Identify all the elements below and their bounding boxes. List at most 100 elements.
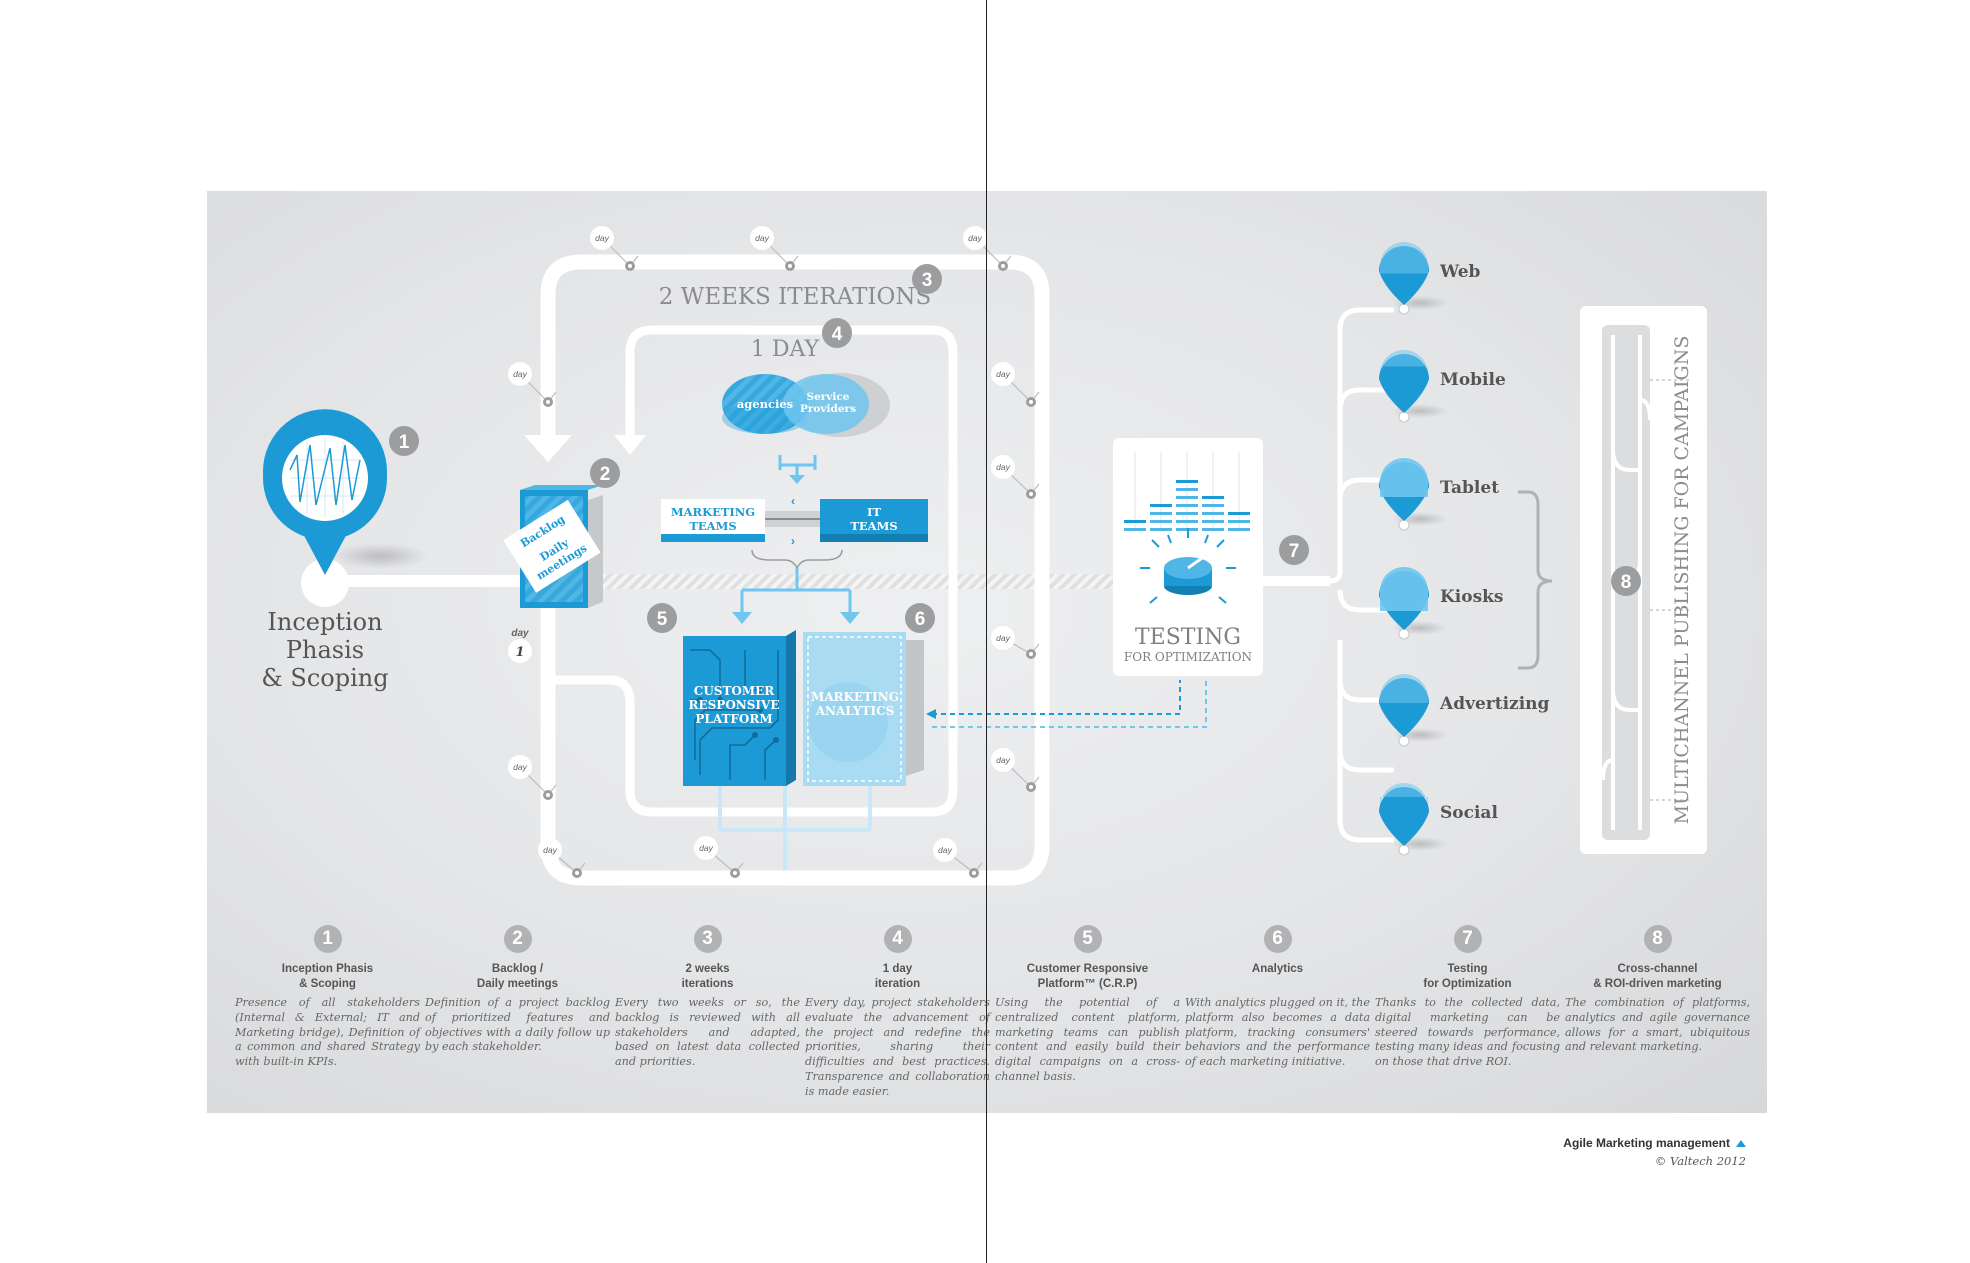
inception-label: Inception Phasis & Scoping — [261, 608, 388, 692]
day-marker: day — [508, 755, 557, 800]
channel-label: Kiosks — [1440, 587, 1504, 607]
step-number-badge: 6 — [1263, 925, 1292, 953]
teams-bridge: ‹ › MARKETING TEAMS IT TEAMS — [661, 494, 928, 548]
badge-8: 8 — [1621, 572, 1632, 593]
channel-advertizing: Advertizing — [1379, 674, 1550, 747]
equalizer-bar — [1124, 520, 1146, 523]
step-number-badge: 4 — [883, 925, 912, 953]
day-marker-label: day — [996, 755, 1010, 765]
step-title: Backlog / Daily meetings — [476, 963, 559, 990]
channel-web: Web — [1379, 242, 1481, 315]
equalizer-bar — [1176, 488, 1198, 491]
testing-title: TESTING — [1135, 625, 1241, 650]
badge-5: 5 — [657, 609, 668, 630]
day-marker-label: day — [996, 369, 1010, 379]
channel-kiosks: Kiosks — [1379, 567, 1504, 640]
equalizer-bar — [1202, 496, 1224, 499]
svg-text:PLATFORM: PLATFORM — [695, 712, 772, 726]
svg-text:Providers: Providers — [800, 403, 856, 415]
infographic-panel — [207, 191, 1767, 1113]
badge-3: 3 — [922, 270, 933, 291]
day-loop-arrow-down — [614, 435, 646, 455]
equalizer-bar — [1176, 520, 1198, 523]
day-marker-label: day — [968, 233, 982, 243]
svg-text:Inception: Inception — [267, 608, 382, 636]
day-marker-label: day — [755, 233, 769, 243]
svg-text:‹: ‹ — [791, 494, 795, 508]
equalizer-bar — [1150, 512, 1172, 515]
day-one-number: 1 — [515, 645, 524, 660]
stakeholders-venn: agencies Service Providers — [722, 373, 890, 437]
day-marker: day — [508, 362, 557, 407]
marketing-analytics: MARKETING ANALYTICS — [803, 632, 924, 786]
customer-responsive-platform: CUSTOMER RESPONSIVE PLATFORM — [683, 630, 796, 786]
one-day-label: 1 DAY — [751, 337, 820, 362]
step-title: Cross-channel & ROI-driven marketing — [1593, 963, 1722, 990]
step-description: The combination of platforms, analytics … — [1565, 996, 1750, 1054]
badge-2: 2 — [600, 464, 611, 485]
svg-text:Service: Service — [807, 391, 850, 403]
channel-bracket — [1518, 490, 1553, 670]
equalizer-bar — [1202, 504, 1224, 507]
equalizer-bar — [1150, 528, 1172, 531]
equalizer-bar — [1228, 512, 1250, 515]
svg-text:Phasis: Phasis — [286, 636, 364, 664]
channel-tablet: Tablet — [1379, 458, 1499, 531]
svg-text:TEAMS: TEAMS — [850, 519, 897, 533]
day-marker-label: day — [996, 633, 1010, 643]
equalizer-bar — [1150, 504, 1172, 507]
day-marker-label: day — [996, 462, 1010, 472]
inception-pin — [262, 409, 387, 575]
equalizer-bar — [1176, 480, 1198, 483]
svg-text:RESPONSIVE: RESPONSIVE — [689, 698, 780, 712]
equalizer-bar — [1202, 528, 1224, 531]
footer: Agile Marketing management © Valtech 201… — [1563, 1134, 1746, 1168]
day-marker-label: day — [543, 845, 557, 855]
step-number-badge: 5 — [1073, 925, 1102, 953]
channel-label: Web — [1439, 262, 1481, 282]
step-title: 2 weeks iterations — [681, 963, 734, 990]
svg-text:›: › — [791, 534, 795, 548]
step-title: Customer Responsive Platform™ (C.R.P) — [1026, 963, 1149, 990]
svg-text:IT: IT — [867, 505, 881, 519]
one-day-loop-track — [548, 325, 958, 817]
equalizer-bar — [1202, 520, 1224, 523]
day-marker: day — [750, 226, 799, 271]
step-badges: 1 2 3 4 5 6 7 — [389, 264, 1309, 633]
step-number-badge: 3 — [693, 925, 722, 953]
channel-label: Tablet — [1440, 478, 1499, 498]
day-marker: day — [991, 748, 1040, 792]
equalizer-bar — [1176, 504, 1198, 507]
loop-arrow-down — [524, 435, 572, 462]
channel-label: Advertizing — [1439, 694, 1550, 714]
location-pin-icon — [1379, 354, 1429, 413]
svg-text:MARKETING: MARKETING — [671, 505, 755, 519]
channel-social: Social — [1379, 783, 1498, 856]
day-marker-label: day — [513, 369, 527, 379]
equalizer-bar — [1124, 528, 1146, 531]
day-marker-label: day — [513, 762, 527, 772]
pin-shadow — [332, 543, 428, 569]
equalizer-bar — [1176, 496, 1198, 499]
inception-anchor-dot — [301, 559, 349, 607]
step-description: Every two weeks or so, the backlog is re… — [615, 996, 800, 1069]
step-description: With analytics plugged on it, the platfo… — [1185, 996, 1370, 1069]
svg-text:& Scoping: & Scoping — [261, 664, 388, 692]
step-number-badge: 7 — [1453, 925, 1482, 953]
svg-text:CUSTOMER: CUSTOMER — [694, 684, 775, 698]
step-description: Using the potential of a centralized con… — [995, 996, 1180, 1083]
equalizer-bar — [1228, 520, 1250, 523]
multichannel-label: MULTICHANNEL PUBLISHING FOR CAMPAIGNS — [1671, 336, 1693, 825]
day-one-marker — [508, 639, 532, 663]
day-one-label: day — [511, 628, 529, 639]
two-weeks-loop-track — [540, 254, 1050, 886]
page-fold-line — [986, 0, 987, 1263]
day-marker: day — [590, 226, 639, 271]
badge-4: 4 — [832, 324, 843, 345]
